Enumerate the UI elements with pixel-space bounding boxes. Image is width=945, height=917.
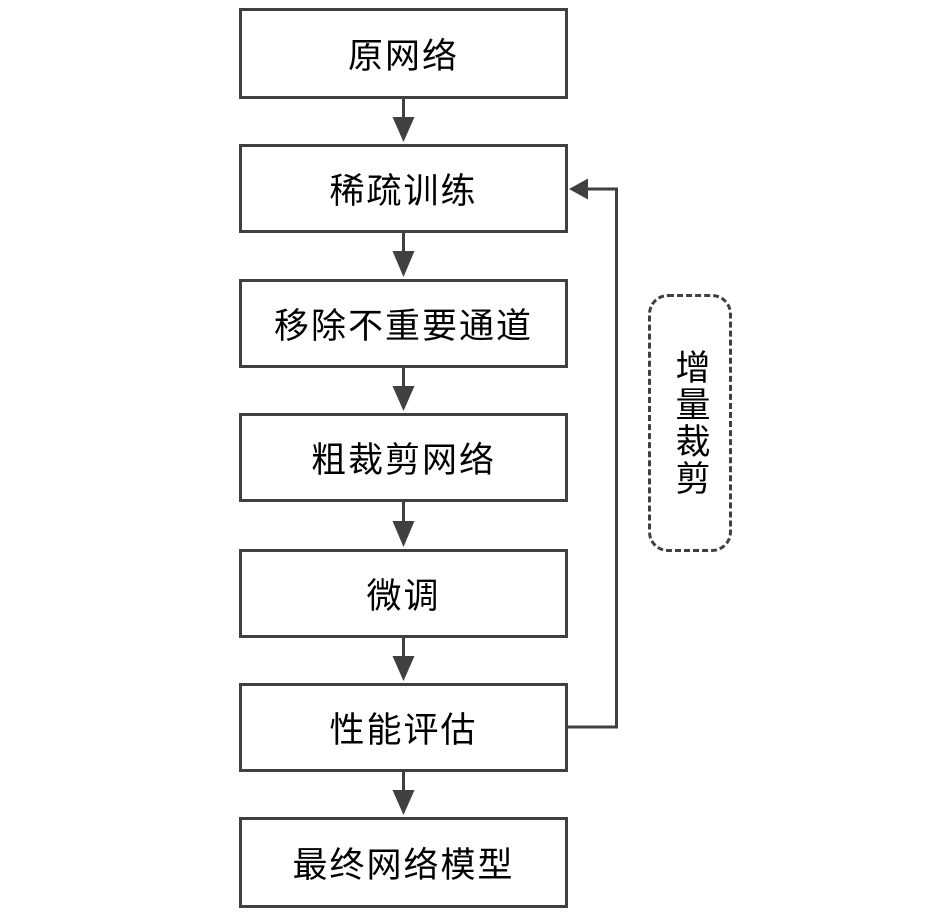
flow-step-final-network-model: 最终网络模型 — [239, 817, 568, 908]
step-label: 稀疏训练 — [329, 172, 478, 211]
step-label: 最终网络模型 — [292, 846, 515, 885]
step-label: 性能评估 — [329, 711, 478, 750]
flow-step-performance-evaluation: 性能评估 — [239, 683, 568, 772]
flow-step-fine-tuning: 微调 — [239, 549, 568, 638]
arrow-finetune-to-eval-icon — [392, 638, 415, 681]
incremental-pruning-loop-box: 增量裁剪 — [648, 294, 732, 552]
flow-step-sparse-training: 稀疏训练 — [239, 144, 568, 233]
flow-step-original-network: 原网络 — [239, 8, 568, 99]
step-label: 微调 — [366, 577, 441, 616]
arrow-eval-to-final-icon — [392, 772, 415, 815]
flow-step-coarse-pruned-network: 粗裁剪网络 — [239, 413, 568, 502]
loop-label: 增量裁剪 — [670, 349, 710, 497]
flow-step-remove-unimportant-channels: 移除不重要通道 — [239, 279, 568, 368]
arrow-remove-to-coarse-icon — [392, 368, 415, 411]
step-label: 粗裁剪网络 — [310, 441, 496, 480]
feedback-loop-eval-to-sparse-icon — [567, 178, 618, 729]
arrow-coarse-to-finetune-icon — [392, 502, 415, 547]
step-label: 原网络 — [347, 37, 459, 76]
step-label: 移除不重要通道 — [273, 307, 533, 346]
arrow-original-to-sparse-icon — [392, 99, 415, 142]
arrow-sparse-to-remove-icon — [392, 233, 415, 277]
